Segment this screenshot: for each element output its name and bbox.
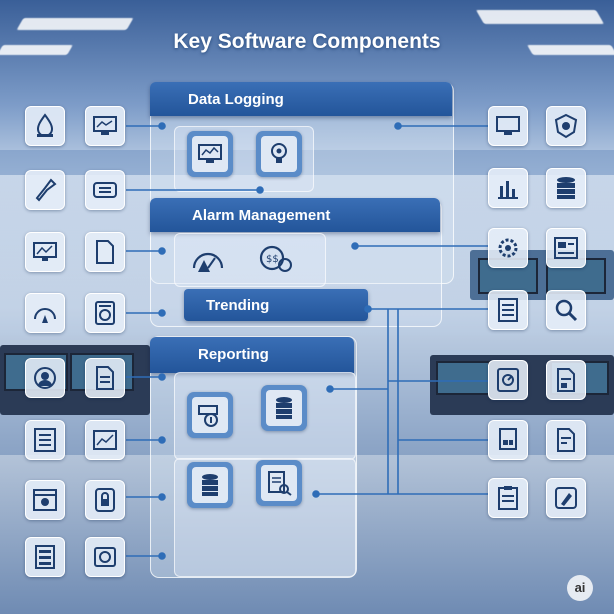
monitor-chart-icon[interactable] bbox=[85, 106, 125, 146]
document-chart-icon[interactable] bbox=[546, 420, 586, 460]
reporting-label: Reporting bbox=[198, 346, 269, 363]
monitor-icon[interactable] bbox=[488, 106, 528, 146]
database-icon[interactable] bbox=[546, 168, 586, 208]
notes-icon[interactable] bbox=[488, 290, 528, 330]
layout-icon[interactable] bbox=[546, 228, 586, 268]
water-drop-sensor-icon[interactable] bbox=[25, 106, 65, 146]
trending-header[interactable]: Trending bbox=[184, 289, 368, 321]
monitor-graph-icon[interactable] bbox=[25, 232, 65, 272]
alarm-subbox bbox=[174, 233, 326, 287]
ceiling-light bbox=[16, 18, 134, 30]
transfer-arrows-icon[interactable] bbox=[85, 170, 125, 210]
document-icon[interactable] bbox=[85, 232, 125, 272]
report-icon[interactable] bbox=[546, 360, 586, 400]
ceiling-light bbox=[475, 10, 605, 24]
data-logging-header[interactable]: Data Logging bbox=[150, 82, 452, 116]
gear-shield-icon[interactable] bbox=[546, 106, 586, 146]
monitor-chart-icon[interactable] bbox=[187, 131, 233, 177]
gear-icon[interactable] bbox=[488, 228, 528, 268]
alarm-gauge-icon[interactable] bbox=[188, 240, 228, 280]
tablet-chart-icon[interactable] bbox=[488, 360, 528, 400]
page-title: Key Software Components bbox=[173, 30, 441, 53]
bar-chart-icon[interactable] bbox=[488, 168, 528, 208]
alarm-management-label: Alarm Management bbox=[192, 207, 331, 224]
clipboard-icon[interactable] bbox=[488, 478, 528, 518]
user-target-icon[interactable] bbox=[25, 358, 65, 398]
control-console bbox=[0, 345, 150, 415]
list-report-icon[interactable] bbox=[25, 537, 65, 577]
magnifier-icon[interactable] bbox=[546, 290, 586, 330]
lightbulb-gear-icon[interactable] bbox=[256, 131, 302, 177]
ai-badge: ai bbox=[567, 575, 593, 601]
gauge-alert-icon[interactable] bbox=[25, 293, 65, 333]
data-logging-label: Data Logging bbox=[188, 91, 284, 108]
svg-text:$$: $$ bbox=[266, 254, 279, 265]
document-search-icon[interactable] bbox=[256, 460, 302, 506]
database-icon[interactable] bbox=[261, 385, 307, 431]
reporting-header[interactable]: Reporting bbox=[150, 337, 354, 373]
camera-box-icon[interactable] bbox=[85, 537, 125, 577]
lock-badge-icon[interactable] bbox=[85, 480, 125, 520]
report-edit-icon[interactable] bbox=[187, 392, 233, 438]
reporting-panel bbox=[150, 336, 357, 578]
document-list-icon[interactable] bbox=[85, 358, 125, 398]
device-settings-icon[interactable] bbox=[85, 293, 125, 333]
browser-lock-icon[interactable] bbox=[25, 480, 65, 520]
wrench-tool-icon[interactable] bbox=[25, 170, 65, 210]
image-chart-icon[interactable] bbox=[85, 420, 125, 460]
database-stack-icon[interactable] bbox=[187, 462, 233, 508]
checklist-icon[interactable] bbox=[25, 420, 65, 460]
trending-label: Trending bbox=[206, 297, 270, 314]
alarm-management-header[interactable]: Alarm Management bbox=[150, 198, 440, 232]
pen-tool-icon[interactable] bbox=[546, 478, 586, 518]
files-icon[interactable] bbox=[488, 420, 528, 460]
cost-gear-icon[interactable]: $$ bbox=[256, 238, 296, 278]
